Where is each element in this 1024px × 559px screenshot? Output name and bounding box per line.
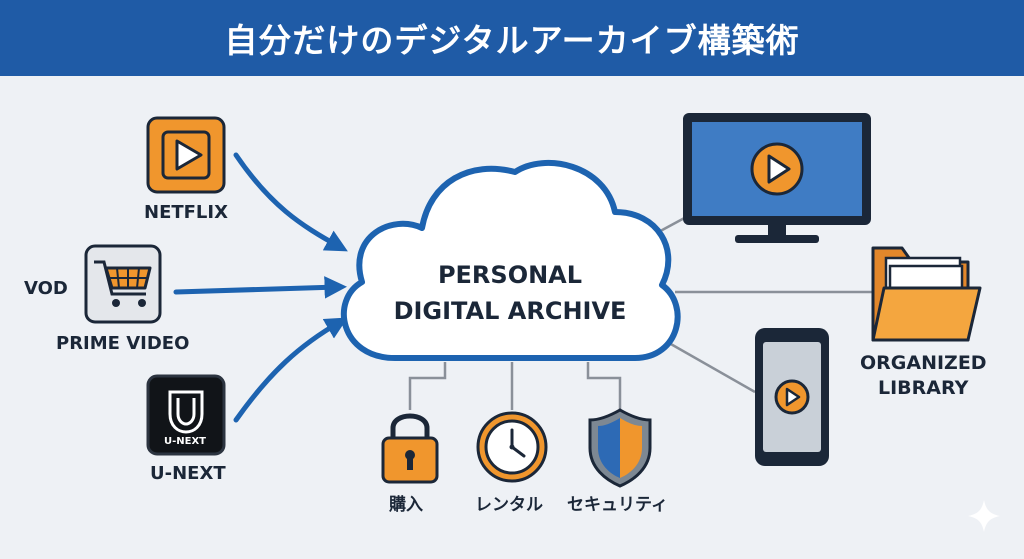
- feature-label-purchase: 購入: [389, 495, 423, 515]
- folder-icon: [871, 246, 982, 342]
- archive-title: PERSONAL DIGITAL ARCHIVE: [360, 257, 660, 329]
- clock-icon: [476, 411, 548, 483]
- vod-label: VOD: [24, 278, 68, 299]
- archive-title-line1: PERSONAL: [437, 261, 583, 289]
- feature-label-rental: レンタル: [475, 495, 543, 515]
- feature-label-security: セキュリティ: [567, 495, 668, 515]
- shield-icon: [588, 408, 652, 488]
- unext-icon-text: U-NEXT: [164, 436, 207, 447]
- sparkle-icon: [968, 500, 1000, 532]
- page-title: 自分だけのデジタルアーカイブ構築術: [224, 21, 800, 60]
- smartphone-icon: [755, 328, 829, 466]
- source-label-unext: U-NEXT: [150, 463, 226, 484]
- netflix-play-icon: [146, 116, 226, 194]
- source-label-netflix: NETFLIX: [144, 202, 228, 223]
- cloud-shape: [340, 159, 681, 361]
- source-label-prime-video: PRIME VIDEO: [56, 333, 190, 354]
- padlock-icon: [381, 413, 439, 484]
- title-banner: 自分だけのデジタルアーカイブ構築術: [0, 0, 1024, 76]
- library-label-line2: LIBRARY: [878, 377, 969, 399]
- monitor-icon: [683, 113, 871, 243]
- archive-title-line2: DIGITAL ARCHIVE: [393, 297, 627, 325]
- unext-logo-icon: [146, 374, 226, 456]
- library-label-line1: ORGANIZED: [860, 352, 987, 374]
- shopping-cart-icon: [84, 244, 162, 324]
- feature-connectors: [408, 362, 622, 410]
- source-arrows: [173, 152, 348, 423]
